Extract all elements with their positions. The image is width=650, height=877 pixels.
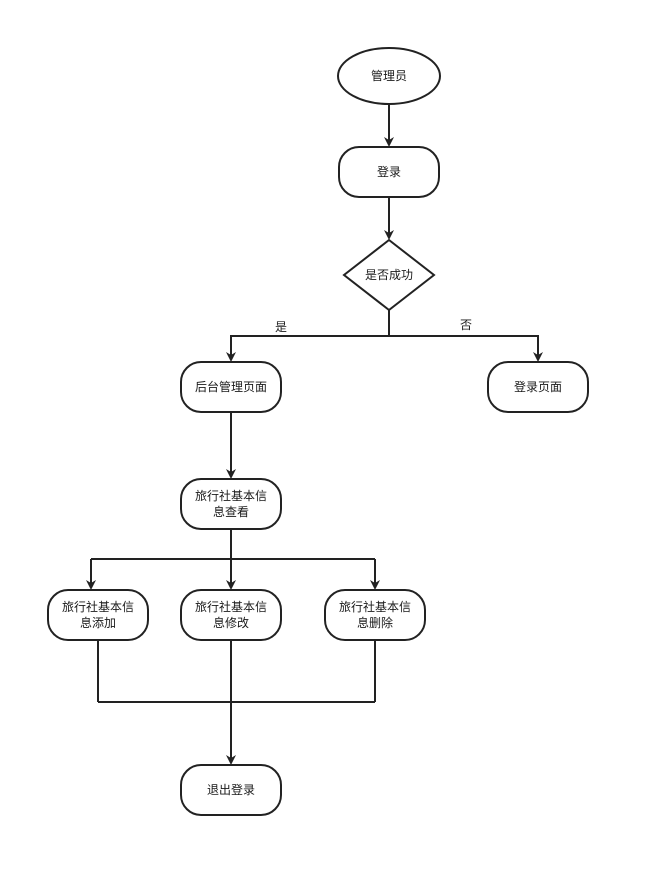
edge-yes-backend [226,335,389,362]
svg-text:管理员: 管理员 [371,68,407,83]
node-view: 旅行社基本信息查看 [180,478,282,530]
node-edit: 旅行社基本信息修改 [180,589,282,641]
svg-text:登录: 登录 [377,164,401,179]
svg-text:后台管理页面: 后台管理页面 [195,379,267,394]
svg-text:退出登录: 退出登录 [207,782,255,797]
node-backend: 后台管理页面 [180,361,282,413]
node-label-line: 退出登录 [207,782,255,797]
node-label-line: 是否成功 [365,268,413,282]
svg-text:旅行社基本信息删除: 旅行社基本信息删除 [339,599,411,630]
node-add: 旅行社基本信息添加 [47,589,149,641]
node-admin: 管理员 [337,47,441,105]
node-label-line: 旅行社基本信 [195,599,267,614]
node-label-line: 息添加 [80,615,116,630]
node-login: 登录 [338,146,440,198]
node-login-page: 登录页面 [487,361,589,413]
svg-text:是否成功: 是否成功 [365,268,413,282]
edge-label-no: 否 [460,318,472,332]
node-logout: 退出登录 [180,764,282,816]
node-label-line: 息查看 [213,504,249,519]
node-label-line: 旅行社基本信 [62,599,134,614]
svg-text:旅行社基本信息查看: 旅行社基本信息查看 [195,488,267,519]
node-success-decision: 是否成功 [342,238,436,312]
svg-text:旅行社基本信息添加: 旅行社基本信息添加 [62,599,134,630]
node-delete: 旅行社基本信息删除 [324,589,426,641]
node-label-line: 息修改 [213,615,249,630]
edges [86,104,543,765]
node-label-line: 登录 [377,164,401,179]
node-label-line: 登录页面 [514,379,562,394]
edge-label-yes: 是 [275,320,287,334]
node-label-line: 管理员 [371,68,407,83]
edge-no-login-page [389,335,543,362]
node-label-line: 后台管理页面 [195,379,267,394]
node-label-line: 息删除 [357,615,393,630]
svg-text:登录页面: 登录页面 [514,379,562,394]
node-label-line: 旅行社基本信 [195,488,267,503]
svg-text:旅行社基本信息修改: 旅行社基本信息修改 [195,599,267,630]
node-label-line: 旅行社基本信 [339,599,411,614]
